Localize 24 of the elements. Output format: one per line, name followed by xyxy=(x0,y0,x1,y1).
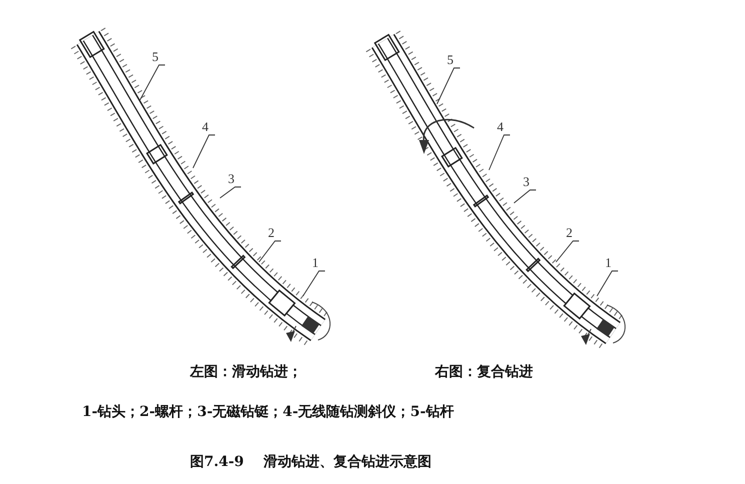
callout-number: 3 xyxy=(523,175,530,189)
leader-line xyxy=(556,240,580,262)
subfigure-caption: 右图：复合钻进 xyxy=(435,363,533,381)
callout-number: 1 xyxy=(605,256,612,270)
leader-line xyxy=(302,270,326,296)
callout-number: 1 xyxy=(312,256,318,270)
leader-line xyxy=(220,186,242,198)
leader-line xyxy=(488,134,510,170)
callout-number: 3 xyxy=(228,172,234,186)
subfigure-caption: 左图：滑动钻进； xyxy=(190,363,302,381)
leader-line xyxy=(140,64,166,100)
callout-number: 4 xyxy=(202,120,208,134)
leader-line xyxy=(192,134,216,168)
leader-line xyxy=(514,190,536,204)
callout-number: 4 xyxy=(497,120,504,134)
callout-number: 2 xyxy=(268,226,274,240)
callout-number: 5 xyxy=(447,53,454,67)
leader-line xyxy=(436,68,460,104)
callout-number: 5 xyxy=(152,50,158,64)
parts-legend: 1-钻头；2-螺杆；3-无磁钻铤；4-无线随钻测斜仪；5-钻杆 xyxy=(82,403,454,421)
leader-line xyxy=(596,270,618,296)
figure-caption: 图7.4-9 滑动钻进、复合钻进示意图 xyxy=(190,453,432,471)
leader-line xyxy=(258,240,282,262)
callout-number: 2 xyxy=(566,226,572,240)
